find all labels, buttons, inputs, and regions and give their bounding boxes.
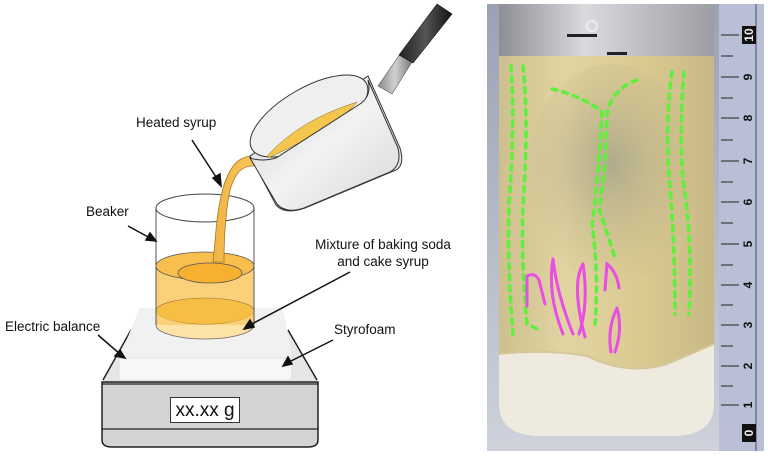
ruler-label-8: 8 bbox=[741, 114, 755, 122]
ruler-label-2: 2 bbox=[741, 362, 755, 370]
ruler-ticks bbox=[721, 34, 739, 406]
ruler-label-4: 4 bbox=[741, 281, 755, 289]
label-arrows bbox=[97, 139, 351, 368]
ruler bbox=[719, 4, 764, 451]
ruler-label-10: 10 bbox=[742, 26, 756, 44]
schematic-drawing bbox=[97, 3, 453, 448]
balance-readout: xx.xx g bbox=[170, 397, 240, 423]
ruler-label-1: 1 bbox=[741, 401, 755, 409]
dashed-outline-annotations bbox=[506, 64, 692, 336]
syrup-stream bbox=[212, 155, 263, 263]
highlight-curve-annotations bbox=[525, 257, 622, 354]
ruler-label-9: 9 bbox=[741, 73, 755, 81]
beaker bbox=[155, 193, 255, 340]
label-heated-syrup: Heated syrup bbox=[136, 115, 217, 130]
experiment-photograph: 10 9 8 7 6 5 4 3 2 1 0 bbox=[487, 4, 764, 451]
experiment-schematic: Heated syrup Beaker Mixture of baking so… bbox=[5, 3, 463, 448]
ruler-label-5: 5 bbox=[741, 240, 755, 248]
ruler-label-6: 6 bbox=[741, 198, 755, 206]
saucepan bbox=[248, 3, 453, 212]
label-mixture-line1: Mixture of baking soda bbox=[315, 237, 451, 252]
label-styrofoam: Styrofoam bbox=[334, 322, 396, 337]
label-mixture-line2: and cake syrup bbox=[337, 254, 429, 269]
ruler-label-3: 3 bbox=[741, 321, 755, 329]
label-mixture: Mixture of baking soda and cake syrup bbox=[303, 236, 463, 270]
ruler-label-0: 0 bbox=[742, 424, 756, 442]
label-beaker: Beaker bbox=[86, 204, 129, 219]
ruler-label-7: 7 bbox=[741, 157, 755, 165]
jar-photo bbox=[487, 4, 764, 451]
label-electric-balance: Electric balance bbox=[5, 319, 101, 334]
